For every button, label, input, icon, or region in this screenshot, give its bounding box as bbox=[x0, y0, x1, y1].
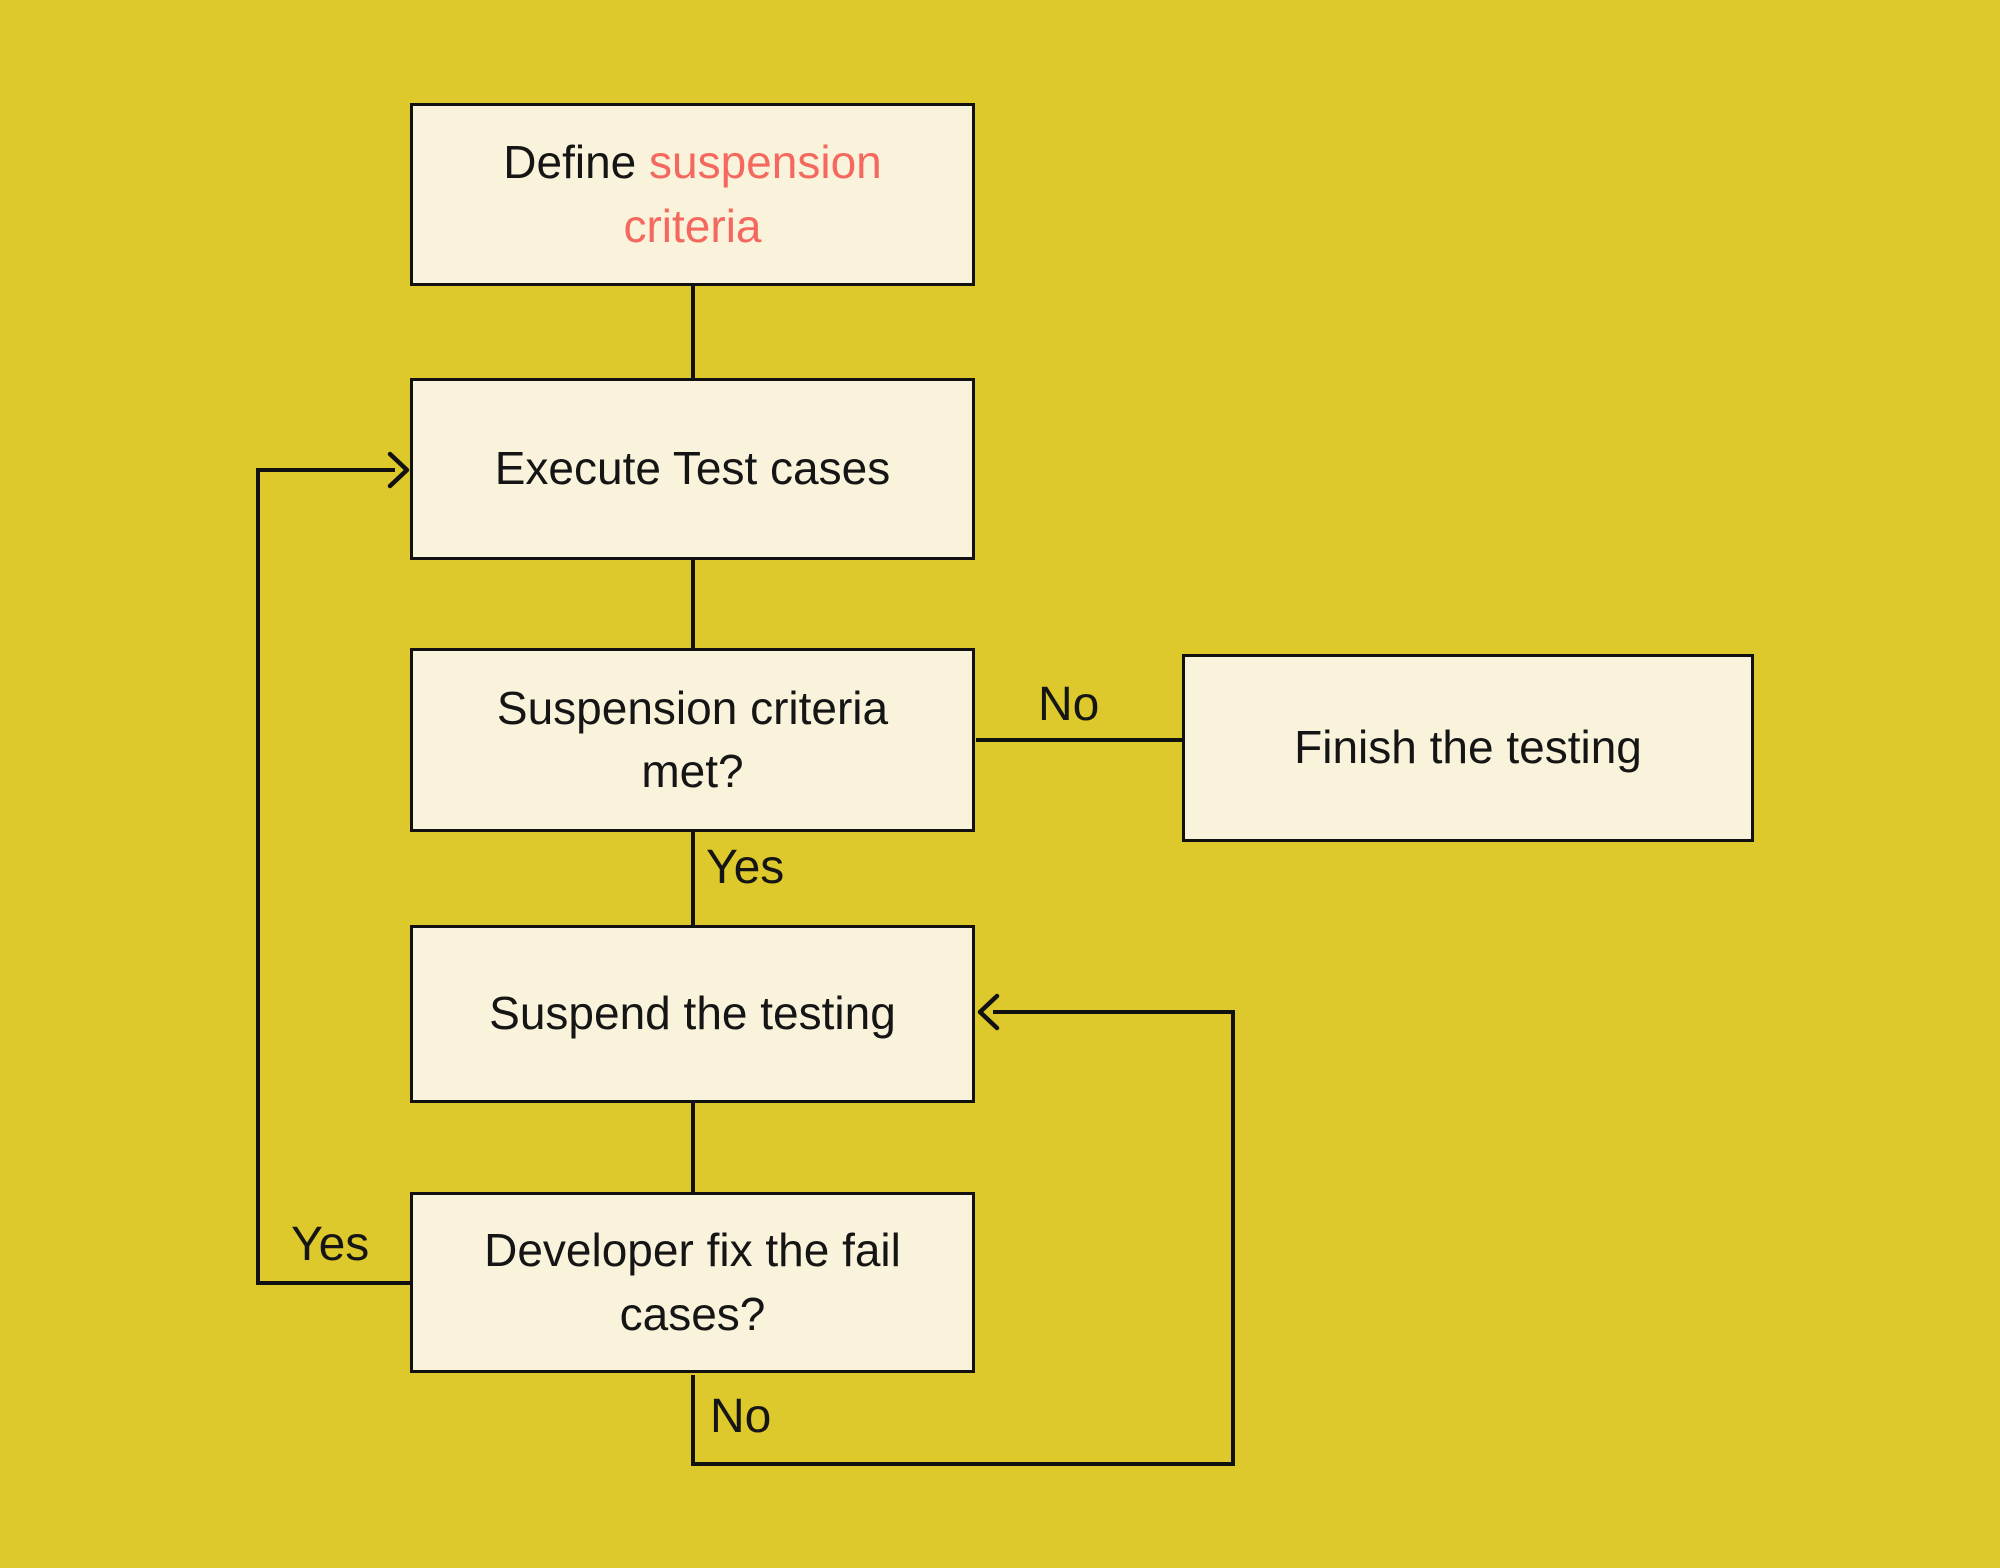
node-decision1-line1: Suspension criteria bbox=[496, 681, 889, 734]
node-finish-the-testing: Finish the testing bbox=[1182, 654, 1754, 842]
node-define-label-plain: Define bbox=[503, 136, 637, 189]
node-decision2-text: Developer fix the fail cases? bbox=[484, 1219, 901, 1346]
node-decision2-line2: cases? bbox=[619, 1287, 766, 1340]
node-define-text: Define suspension criteria bbox=[503, 131, 881, 258]
arrowhead-into-suspend bbox=[977, 993, 1000, 1031]
node-define-label-highlight: suspension bbox=[649, 136, 882, 189]
edge-label-decision1-yes: Yes bbox=[706, 841, 785, 894]
edge-label-decision2-no: No bbox=[710, 1390, 772, 1443]
edge-decision2-yes-loop-to-execute bbox=[256, 468, 412, 1285]
node-define-line1: Define suspension bbox=[503, 131, 881, 194]
node-suspend-label: Suspend the testing bbox=[489, 987, 896, 1040]
arrowhead-into-execute bbox=[387, 451, 410, 489]
node-decision1-text: Suspension criteria met? bbox=[497, 677, 888, 804]
node-suspension-criteria-met: Suspension criteria met? bbox=[410, 648, 975, 832]
node-execute-test-cases: Execute Test cases bbox=[410, 378, 975, 560]
node-define-line2: criteria bbox=[623, 199, 762, 252]
node-finish-label: Finish the testing bbox=[1294, 721, 1642, 774]
node-developer-fix-the-fail-cases: Developer fix the fail cases? bbox=[410, 1192, 975, 1373]
node-execute-label: Execute Test cases bbox=[494, 442, 891, 495]
node-suspend-the-testing: Suspend the testing bbox=[410, 925, 975, 1103]
node-decision1-line2: met? bbox=[641, 745, 744, 797]
edge-label-decision1-no: No bbox=[1038, 678, 1100, 731]
node-decision2-line1: Developer fix the fail bbox=[484, 1224, 901, 1277]
edge-label-decision2-yes: Yes bbox=[291, 1218, 370, 1271]
edge-decision2-no-loop-to-suspend bbox=[691, 1010, 1235, 1466]
node-define-suspension-criteria: Define suspension criteria bbox=[410, 103, 975, 286]
